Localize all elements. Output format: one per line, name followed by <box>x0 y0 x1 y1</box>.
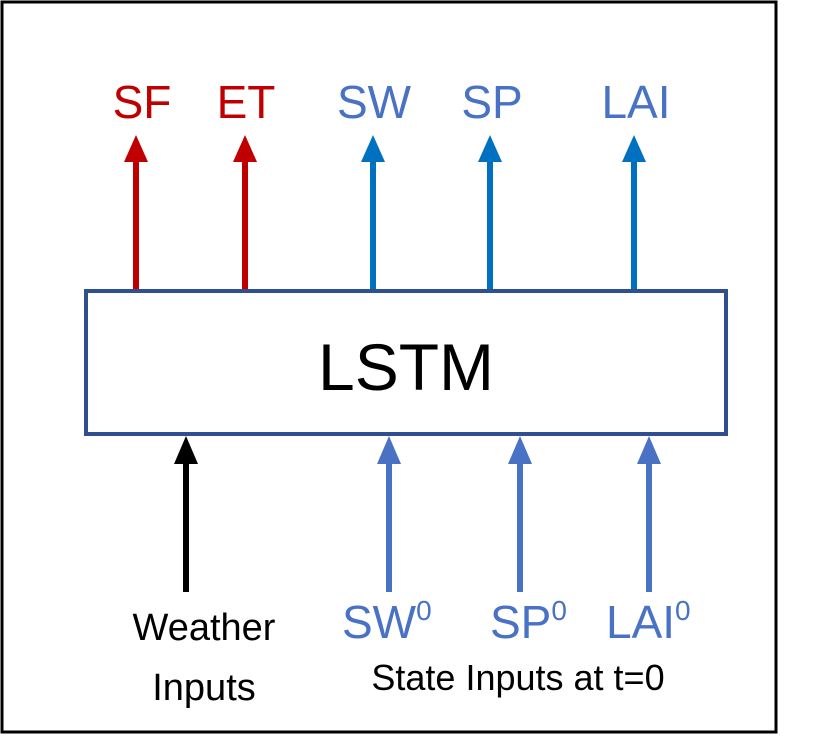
state-input-sw-text: SW <box>342 596 417 648</box>
output-label-sp: SP <box>461 76 522 128</box>
state-input-label-sw: SW0 <box>342 595 432 648</box>
weather-label-line1: Weather <box>133 607 276 649</box>
state-input-arrow-sp <box>508 436 532 592</box>
output-arrow-sp <box>478 135 502 290</box>
lstm-label: LSTM <box>318 330 494 404</box>
output-label-et: ET <box>217 76 276 128</box>
state-inputs-caption: State Inputs at t=0 <box>371 657 664 698</box>
output-arrow-lai <box>622 135 646 290</box>
output-label-lai: LAI <box>601 76 670 128</box>
output-label-sf: SF <box>113 76 172 128</box>
state-input-sp-text: SP <box>490 596 551 648</box>
weather-label-line2: Inputs <box>152 667 256 709</box>
state-input-sp-sup: 0 <box>551 595 567 626</box>
state-input-arrow-lai <box>637 436 661 592</box>
output-label-sw: SW <box>337 76 412 128</box>
lstm-box <box>84 289 728 436</box>
state-input-label-lai: LAI0 <box>606 595 691 648</box>
state-input-label-sp: SP0 <box>490 595 567 648</box>
state-input-lai-sup: 0 <box>675 595 691 626</box>
state-input-arrow-sw <box>377 436 401 592</box>
output-arrow-sw <box>361 135 385 290</box>
state-input-lai-text: LAI <box>606 596 675 648</box>
state-input-sw-sup: 0 <box>416 595 432 626</box>
output-arrow-sf <box>124 135 148 290</box>
output-arrow-et <box>233 135 257 290</box>
weather-input-arrow <box>174 436 198 592</box>
outer-frame <box>0 0 778 734</box>
